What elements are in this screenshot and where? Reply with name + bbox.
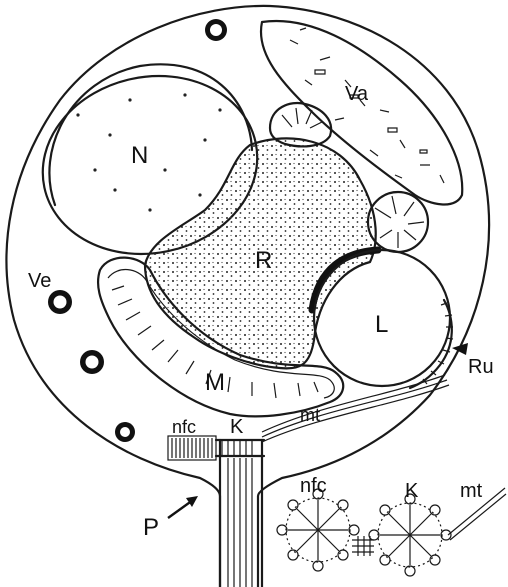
vesicle-left [48,290,72,314]
label-ribosome-region: R [255,247,272,274]
kinetosome-cross-section [369,494,451,576]
label-nfc-inset: nfc [300,475,327,497]
label-kinetosome-inset: K [405,480,419,502]
label-rumposome: Ru [468,356,494,378]
label-nfc-top: nfc [172,417,196,437]
label-mitochondrion: M [205,369,225,396]
mitochondrion-small-right [368,192,428,252]
vesicle-low [115,422,135,442]
plug-arrow [168,496,198,518]
label-microtubules-top: mt [300,405,320,425]
label-microtubules-inset: mt [460,480,483,502]
rumposome [410,300,453,388]
label-lipid: L [375,311,388,338]
label-vesicle: Ve [28,270,51,292]
label-kinetosome-top: K [230,416,244,438]
flagellum [220,440,262,587]
vesicle-top [205,19,227,41]
microtubule-root [262,375,449,442]
label-nucleus: N [131,142,148,169]
vesicle-mid [80,350,104,374]
label-plug: P [143,514,159,541]
centriole-kinetosome-top [168,436,264,460]
label-vacuole: Va [345,83,369,105]
nfc-cross-section [277,489,359,571]
